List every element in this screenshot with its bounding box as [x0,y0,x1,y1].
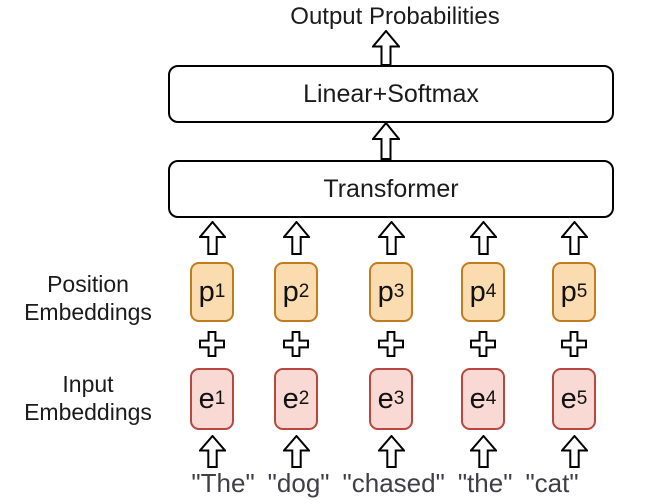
input-token-row: "The" "dog" "chased" "the" "cat" [103,467,667,499]
up-arrow-icon [377,435,405,468]
transformer-label: Transformer [323,174,459,203]
caption-line: Embeddings [24,399,152,425]
plus-icon [283,331,309,357]
embedding-symbol: p [282,275,299,308]
embedding-symbol: p [377,275,394,308]
up-arrow-icon [469,435,497,468]
up-arrow-icon [198,435,226,468]
input-token: "The" [191,468,255,498]
up-arrow-icon [282,435,310,468]
up-arrow-icon [469,221,497,255]
caption-line: Embeddings [24,299,152,325]
input-token: "dog" [267,468,330,498]
embedding-symbol: p [469,275,486,308]
plus-icon [561,331,587,357]
input-token: "chased" [342,468,445,498]
up-arrow-icon [560,221,588,255]
linear-softmax-box: Linear+Softmax [168,65,614,123]
transformer-box: Transformer [168,160,614,218]
plus-icon [378,331,404,357]
embedding-symbol: p [560,275,577,308]
up-arrow-icon [372,30,400,66]
plus-icon [470,331,496,357]
caption-line: Position [47,271,129,297]
up-arrow-icon [560,435,588,468]
input-token: "the" [457,468,513,498]
embedding-symbol: e [282,382,299,415]
up-arrow-icon [377,221,405,255]
embedding-symbol: p [198,275,215,308]
input-token: "cat" [525,468,579,498]
embedding-symbol: e [560,382,577,415]
up-arrow-icon [198,221,226,255]
input-embeddings-caption: Input Embeddings [0,370,176,426]
embedding-symbol: e [377,382,394,415]
position-embeddings-caption: Position Embeddings [0,270,176,326]
up-arrow-icon [372,122,400,160]
linear-softmax-label: Linear+Softmax [303,79,479,108]
up-arrow-icon [282,221,310,255]
caption-line: Input [62,371,114,397]
embedding-symbol: e [198,382,215,415]
embedding-symbol: e [469,382,486,415]
plus-icon [199,331,225,357]
output-probabilities-label: Output Probabilities [290,3,500,30]
